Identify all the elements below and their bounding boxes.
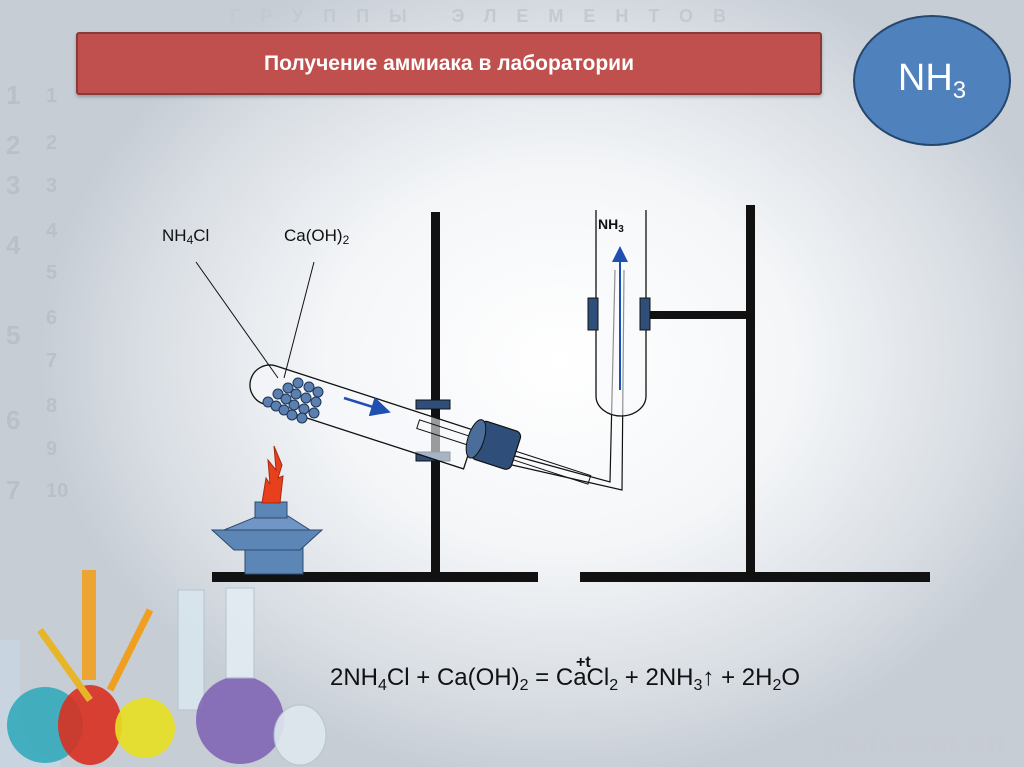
spirit-burner: [210, 445, 324, 575]
period-number: 1: [6, 80, 21, 110]
badge-formula: NH3: [897, 57, 967, 104]
reagent-beads: [262, 377, 324, 424]
period-number: 7: [6, 475, 21, 505]
periodic-table-header: ГРУППЫ ЭЛЕМЕНТОВ: [230, 6, 746, 26]
slide-title: Получение аммиака в лаборатории: [263, 52, 635, 75]
label-calcium-hydroxide: Ca(OH)2: [284, 226, 350, 247]
row-number: 8: [46, 395, 58, 417]
period-number: 5: [6, 320, 21, 350]
reaction-equation: 2NH4Cl + Ca(OH)2 = CaCl2 + 2NH3↑ + 2H2O: [330, 664, 801, 694]
right-stand: [580, 205, 930, 582]
row-number: 3: [46, 175, 58, 197]
label-ammonia: NH3: [598, 216, 624, 235]
periodic-table-side: 1 2 3 4 5 6 7 1 2 3 4 5 6 7 8 9 10: [0, 20, 80, 580]
period-number: 6: [6, 405, 21, 435]
gas-flow-arrow: [343, 396, 391, 417]
label-pointers: [195, 261, 315, 379]
row-number: 9: [46, 438, 58, 460]
period-number: 4: [6, 230, 21, 260]
row-number: 4: [46, 220, 58, 242]
period-number: 2: [6, 130, 21, 160]
label-ammonium-chloride: NH4Cl: [162, 226, 210, 247]
stopper: [465, 419, 522, 470]
row-number: 2: [46, 132, 58, 154]
row-number: 10: [46, 480, 69, 502]
row-number: 5: [46, 262, 58, 284]
row-number: 1: [46, 85, 58, 107]
row-number: 6: [46, 307, 58, 329]
glassware-decoration: [0, 570, 327, 767]
title-bar: Получение аммиака в лаборатории: [76, 32, 822, 95]
collecting-tube: [587, 210, 651, 417]
formula-badge: NH3: [853, 15, 1011, 146]
row-number: 7: [46, 350, 58, 372]
period-number: 3: [6, 170, 21, 200]
watermark: pedsovet.su: [822, 727, 1007, 760]
heating-condition: +t: [576, 654, 591, 671]
